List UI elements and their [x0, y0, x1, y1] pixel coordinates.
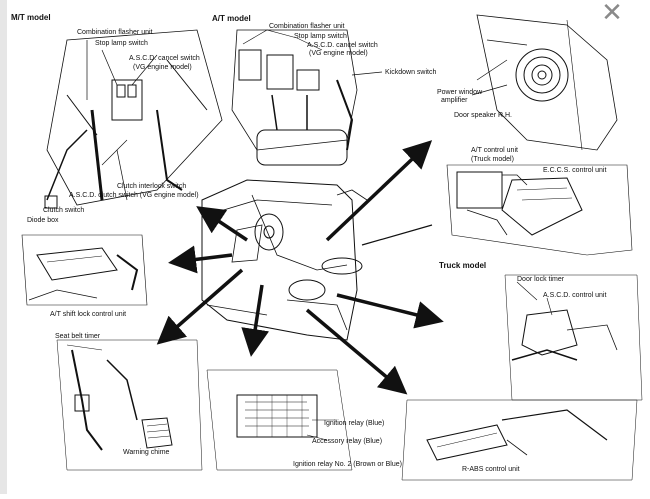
truck-model-title: Truck model [439, 261, 486, 270]
door-lock-timer-label: Door lock timer [517, 276, 565, 283]
pw-amp-label: Power window [437, 89, 483, 96]
at-model-title: A/T model [212, 14, 251, 23]
component-location-diagram: M/T model Combination flasher unit Stop … [11, 13, 643, 481]
truck-cab-illustration [201, 179, 368, 341]
truck-panel [504, 274, 643, 401]
mt-stop-label: Stop lamp switch [95, 40, 148, 47]
arrow-to-seatbelt [156, 268, 244, 345]
line-to-control-units [361, 224, 433, 246]
at-panel [231, 29, 383, 166]
at-ascd-cancel-sub: (VG engine model) [309, 50, 368, 57]
close-button[interactable]: ✕ [592, 0, 632, 26]
at-control-sub: (Truck model) [471, 156, 514, 163]
arrow-to-door [325, 140, 433, 242]
mt-ascd-cancel-label: A.S.C.D. cancel switch [129, 55, 200, 62]
at-kickdown-label: Kickdown switch [385, 69, 436, 76]
rabs-label: R-ABS control unit [462, 466, 520, 473]
arrow-to-ascd [336, 293, 444, 329]
acc-relay-label: Accessory relay (Blue) [312, 438, 382, 445]
mt-flasher-label: Combination flasher unit [77, 29, 153, 36]
mt-clutch-switch-label: Clutch switch [43, 207, 84, 214]
pw-amp-sub: amplifier [441, 97, 468, 104]
control-units-panel [446, 164, 633, 256]
pointer-arrows [156, 140, 444, 395]
at-stop-label: Stop lamp switch [294, 33, 347, 40]
shift-lock-panel [21, 234, 148, 306]
mt-clutch-interlock-label: Clutch interlock switch [117, 183, 186, 190]
relay-panel [206, 369, 353, 471]
warning-chime-label: Warning chime [123, 449, 170, 456]
mt-ascd-clutch-label: A.S.C.D. clutch switch (VG engine model) [69, 192, 199, 199]
ign-relay-label: Ignition relay (Blue) [324, 420, 384, 427]
seatbelt-panel [56, 339, 203, 471]
mt-diode-box-label: Diode box [27, 217, 59, 224]
shift-lock-label: A/T shift lock control unit [50, 311, 126, 318]
at-control-label: A/T control unit [471, 147, 518, 154]
left-edge-strip [0, 0, 7, 494]
arrow-to-mt [196, 206, 248, 242]
arrow-to-rabs [305, 308, 408, 395]
eccs-label: E.C.C.S. control unit [543, 167, 606, 174]
mt-panel [44, 29, 223, 209]
door-speaker-panel [471, 14, 618, 151]
rabs-panel [401, 399, 638, 481]
diagram-frame: M/T model Combination flasher unit Stop … [7, 0, 650, 494]
mt-ascd-cancel-sub: (VG engine model) [133, 64, 192, 71]
at-ascd-cancel-label: A.S.C.D. cancel switch [307, 42, 378, 49]
seat-belt-timer-label: Seat belt timer [55, 333, 101, 340]
ign-relay-2-label: Ignition relay No. 2 (Brown or Blue) [293, 461, 402, 468]
arrow-to-shift-lock [168, 245, 233, 274]
at-flasher-label: Combination flasher unit [269, 23, 345, 30]
arrow-to-fuse-box [241, 284, 270, 357]
door-speaker-label: Door speaker R.H. [454, 112, 512, 119]
close-icon: ✕ [601, 0, 623, 28]
ascd-control-label: A.S.C.D. control unit [543, 292, 606, 299]
mt-model-title: M/T model [11, 13, 51, 22]
